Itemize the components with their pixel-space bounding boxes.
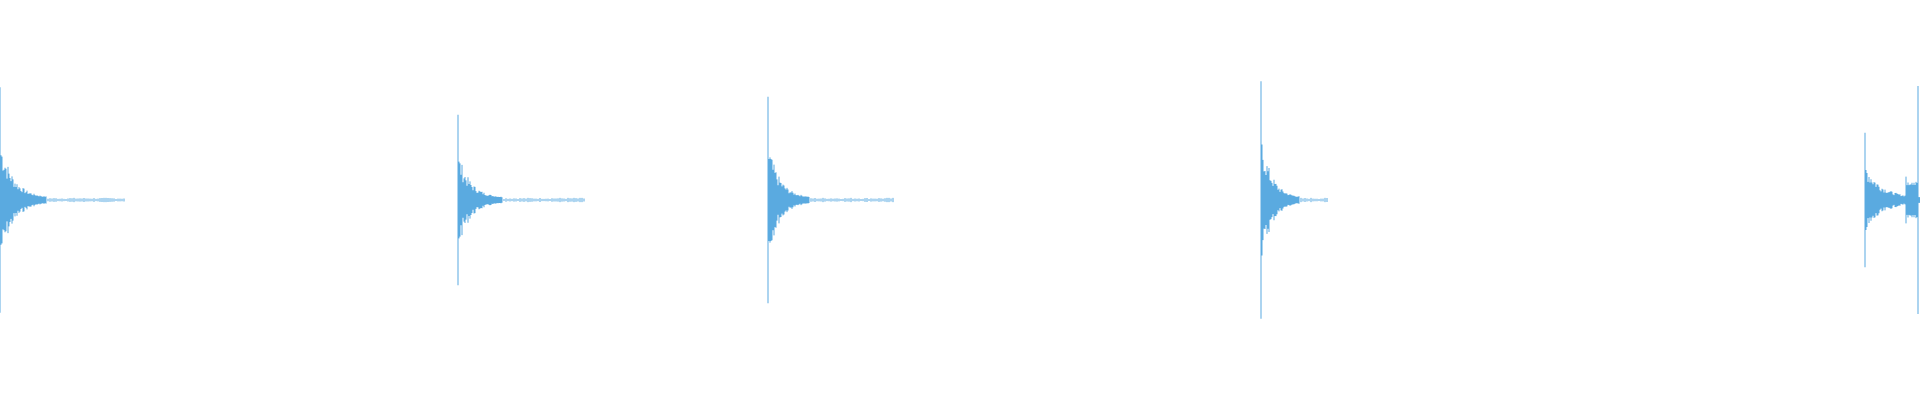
waveform-hit-path [1260,81,1328,319]
waveform-hit-1 [0,87,125,313]
waveform-hit-path [457,114,585,286]
waveform-hit-path [767,96,894,304]
waveform-hit-5 [1864,86,1920,314]
waveform-hit-path [0,87,125,313]
waveform-hit-4 [1260,81,1328,319]
waveform-hit-3 [767,96,894,304]
waveform-hit-second-path [1905,86,1919,314]
waveform-hit-2 [457,114,585,286]
waveform-hits [0,81,1920,319]
